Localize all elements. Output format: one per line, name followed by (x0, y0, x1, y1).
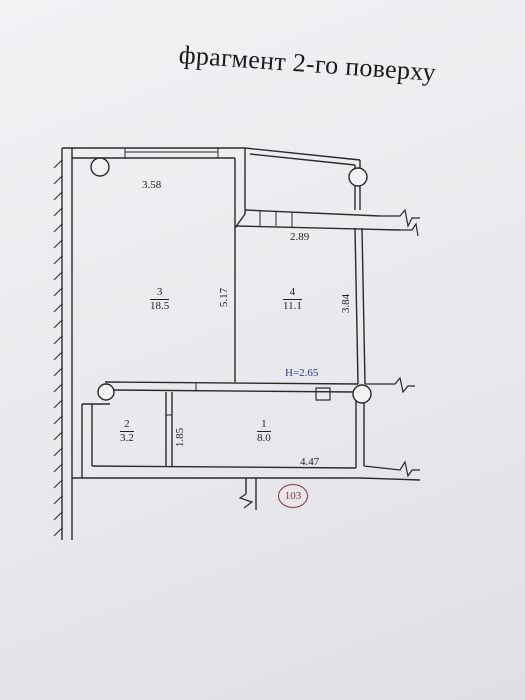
column-mid-right (352, 384, 372, 404)
stamp-number-badge: 103 (278, 484, 308, 508)
ceiling-height: H=2.65 (285, 367, 319, 379)
room-4-label: 4 11.1 (283, 286, 302, 312)
column-mid-left (97, 383, 115, 401)
room-3-label: 3 18.5 (150, 286, 170, 312)
column-top-left (90, 157, 110, 177)
column-top-right (348, 167, 368, 187)
wall-hatching (53, 159, 63, 537)
dim-room2-height: 1.85 (174, 427, 187, 448)
room-2-label: 2 3.2 (120, 418, 134, 444)
room-1-label: 1 8.0 (257, 418, 271, 444)
dim-room3-height: 5.17 (218, 287, 231, 308)
dim-room3-width: 3.58 (142, 179, 162, 191)
dim-room4-width: 2.89 (290, 231, 310, 243)
dim-room4-height: 3.84 (340, 293, 353, 314)
dim-bottom-width: 4.47 (300, 456, 320, 468)
